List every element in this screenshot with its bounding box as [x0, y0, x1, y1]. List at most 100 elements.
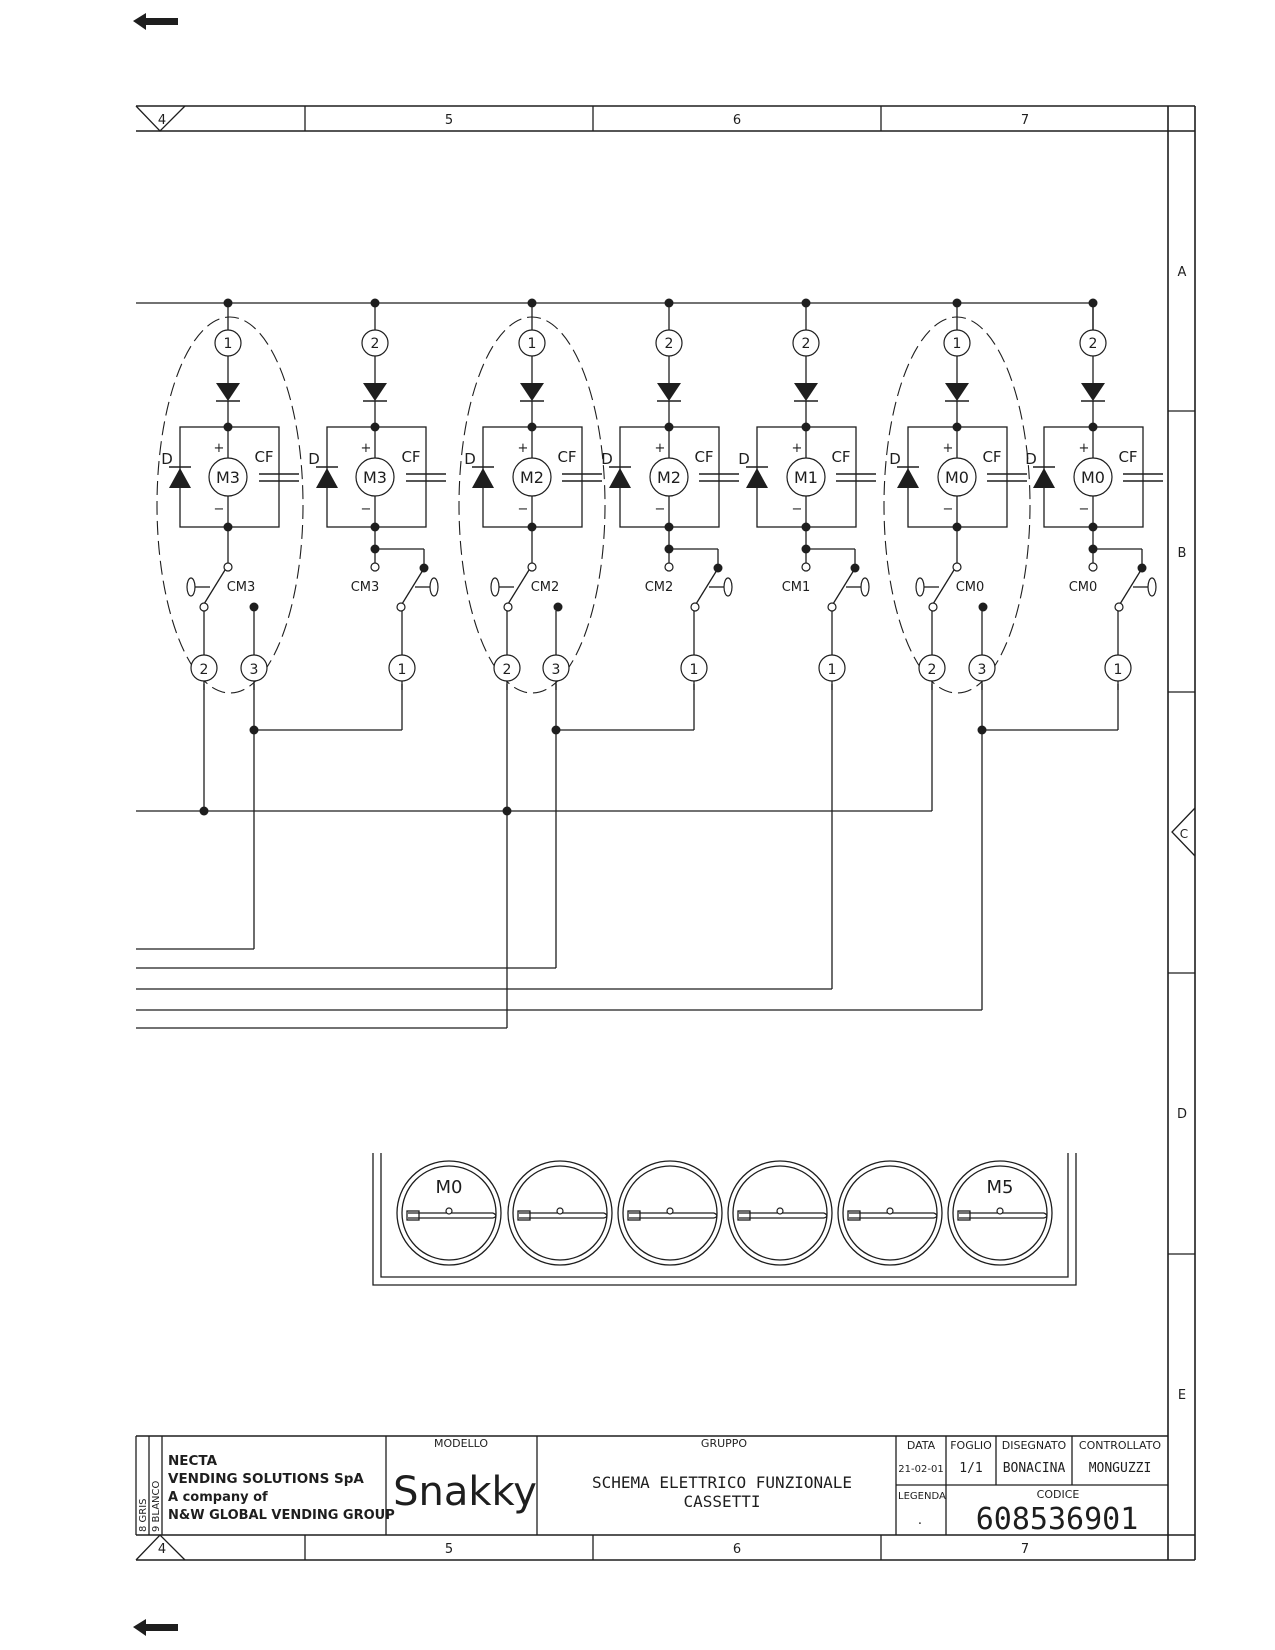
switch-label: CM0: [1069, 580, 1098, 595]
cassette-tray: M0 M5: [372, 1153, 1077, 1286]
tray-label-last: M5: [987, 1177, 1014, 1198]
diode-label: D: [889, 450, 901, 468]
bottom-node-label: 1: [828, 662, 837, 678]
switch-contact: [801, 562, 811, 572]
bottom-node-label: 1: [398, 662, 407, 678]
spiral-icon: [727, 1160, 833, 1266]
capacitor-label: CF: [254, 448, 273, 466]
disegnato-label: DISEGNATO: [1002, 1439, 1067, 1452]
zone-label: 7: [1021, 1542, 1029, 1557]
capacitor-label: CF: [982, 448, 1001, 466]
company-name: NECTA: [168, 1453, 218, 1469]
plus-label: +: [1079, 441, 1090, 456]
switch-actuator: [186, 577, 196, 597]
motor-label: M1: [794, 468, 818, 487]
switch-label: CM2: [645, 580, 674, 595]
switch-contact: [249, 602, 259, 612]
bottom-node-label: 3: [978, 662, 987, 678]
switch-contact: [527, 562, 537, 572]
controllato-label: CONTROLLATO: [1079, 1439, 1161, 1452]
zone-labels-bottom: 4 5 6 7: [158, 1542, 1029, 1557]
capacitor-label: CF: [557, 448, 576, 466]
legenda-value: .: [918, 1513, 922, 1528]
disegnato-value: BONACINA: [1003, 1461, 1066, 1476]
diode-label: D: [464, 450, 476, 468]
capacitor-label: CF: [831, 448, 850, 466]
drawing-frame: [135, 105, 1196, 1561]
company-group: N&W GLOBAL VENDING GROUP: [168, 1508, 395, 1523]
capacitor-label: CF: [694, 448, 713, 466]
bottom-node-label: 1: [1114, 662, 1123, 678]
zone-label: D: [1177, 1107, 1187, 1122]
controllato-value: MONGUZZI: [1089, 1461, 1152, 1476]
zone-label: 5: [445, 1542, 453, 1557]
bottom-node-label: 3: [250, 662, 259, 678]
top-node-label: 2: [371, 336, 380, 352]
minus-label: −: [214, 502, 225, 517]
capacitor-label: CF: [401, 448, 420, 466]
legenda-label: LEGENDA: [898, 1491, 946, 1502]
arrow-left-icon[interactable]: [133, 13, 178, 30]
zone-label: 7: [1021, 113, 1029, 128]
arrow-left-icon[interactable]: [133, 1619, 178, 1636]
tray-label-first: M0: [436, 1177, 463, 1198]
switch-actuator: [723, 577, 733, 597]
top-node-label: 1: [528, 336, 537, 352]
title-block: 8 GRIS 9 BLANCO NECTA VENDING SOLUTIONS …: [135, 1435, 1168, 1537]
zone-labels-right: A B C D E: [1177, 265, 1188, 1403]
minus-label: −: [518, 502, 529, 517]
switch-actuator: [429, 577, 439, 597]
switch-lever: [832, 569, 855, 605]
spiral-icon: M5: [947, 1160, 1053, 1266]
foglio-label: FOGLIO: [950, 1439, 992, 1452]
dashed-grouping-outlines: [156, 316, 1031, 694]
side-label-blanco: 9 BLANCO: [151, 1480, 162, 1532]
foglio-value: 1/1: [959, 1461, 982, 1476]
motor-label: M2: [657, 468, 681, 487]
plus-label: +: [518, 441, 529, 456]
spiral-icon: [507, 1160, 613, 1266]
minus-label: −: [655, 502, 666, 517]
switch-lever: [401, 569, 424, 605]
switch-lever: [1119, 569, 1142, 605]
switch-contact: [1137, 563, 1147, 573]
plus-label: +: [214, 441, 225, 456]
diode-label: D: [1025, 450, 1037, 468]
gruppo-label: GRUPPO: [701, 1437, 747, 1450]
top-node-label: 2: [802, 336, 811, 352]
series-diode-icon: [363, 383, 387, 401]
switch-lever: [507, 569, 530, 605]
switch-contact: [928, 602, 938, 612]
zone-label: 5: [445, 113, 453, 128]
modello-label: MODELLO: [434, 1437, 488, 1450]
series-diode-icon: [657, 383, 681, 401]
company-note: A company of: [168, 1490, 268, 1505]
flyback-diode-icon: [897, 468, 919, 488]
switch-contact: [850, 563, 860, 573]
switch-contact: [952, 562, 962, 572]
spiral-icon: [617, 1160, 723, 1266]
switch-contact: [396, 602, 406, 612]
switch-lever: [695, 569, 718, 605]
motor-label: M3: [363, 468, 387, 487]
switch-contact: [419, 563, 429, 573]
series-diode-icon: [216, 383, 240, 401]
top-node-label: 1: [953, 336, 962, 352]
series-diode-icon: [520, 383, 544, 401]
bottom-node-label: 1: [690, 662, 699, 678]
motor-label: M0: [1081, 468, 1105, 487]
zone-label: 6: [733, 113, 741, 128]
capacitor-label: CF: [1118, 448, 1137, 466]
minus-label: −: [792, 502, 803, 517]
gruppo-value-line2: CASSETTI: [683, 1492, 760, 1511]
codice-label: CODICE: [1037, 1488, 1080, 1501]
zone-labels-top: 4 5 6 7: [158, 113, 1029, 128]
flyback-diode-icon: [472, 468, 494, 488]
minus-label: −: [943, 502, 954, 517]
minus-label: −: [361, 502, 372, 517]
switch-label: CM2: [531, 580, 560, 595]
zone-label: 6: [733, 1542, 741, 1557]
